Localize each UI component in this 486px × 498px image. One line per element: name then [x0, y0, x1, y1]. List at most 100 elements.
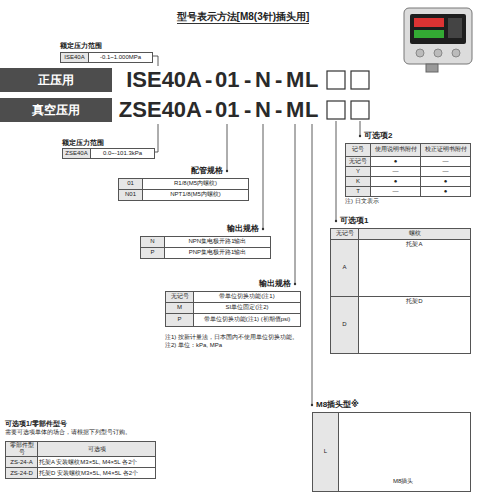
model-code: ZSE40A: [119, 97, 202, 122]
drawing-part: [351, 101, 369, 119]
table-text: 无记号: [171, 293, 189, 299]
spec-table: 零部件型号可选项ZS-24-A托架A 安装螺纹M3×5L, M4×5L 各2个Z…: [5, 441, 156, 479]
table-body: 记号使用说明书附付校正证明书附付无记号●—Y——K●●T—●: [346, 144, 471, 197]
drawing-part: [404, 8, 472, 64]
table-row: L: [313, 413, 471, 492]
table-cell: 可选项: [38, 442, 156, 457]
table-text: —: [443, 158, 449, 164]
table-cell: R1/8(M5内螺纹): [143, 179, 249, 190]
table-text: ●: [444, 178, 448, 184]
table-body: 无记号螺纹A托架AD托架D: [331, 229, 471, 354]
table-cell: ISE40A: [61, 53, 89, 63]
table-text: SI单位固定(注2): [225, 304, 268, 310]
table-text: 记号: [352, 146, 364, 152]
label-slot: 额定压力范围: [62, 139, 104, 147]
table-row: ISE40A-0.1~1.000MPa: [61, 53, 153, 63]
drawing-part: [312, 124, 313, 405]
model-code: N: [255, 67, 271, 92]
drawing-part: [414, 18, 444, 27]
section-heading: 额定压力范围: [62, 139, 104, 146]
band-text: 正压用: [38, 72, 74, 89]
table-cell: P: [141, 248, 165, 259]
table-text: —: [393, 168, 399, 174]
table-cell: 校正证明书附付: [421, 144, 471, 157]
label-slot: 可选项2: [364, 131, 392, 141]
table-row: 01 R1/8(M5内螺纹): [119, 179, 249, 190]
drawing-part: [336, 121, 337, 221]
table-text: 01: [127, 180, 134, 186]
label-slot: M8插头型※: [316, 400, 359, 410]
table-text: A: [342, 264, 346, 270]
table-cell: 托架D: [359, 297, 471, 354]
table-cell: 无记号: [331, 229, 359, 240]
table-text: 可选项: [88, 446, 106, 452]
label-slot: ISE40A: [126, 68, 202, 92]
table-cell: SI单位固定(注2): [194, 303, 301, 314]
table-cell: Y: [346, 167, 371, 177]
table-text: Y: [356, 168, 360, 174]
table-text: —: [393, 188, 399, 194]
table-row: PPNP集电极开路1输出: [141, 248, 271, 259]
table-text: 校正证明书附付: [425, 146, 467, 152]
table-text: P: [177, 316, 181, 322]
table-row: Y——: [346, 167, 471, 177]
table-text: 无记号: [336, 230, 354, 236]
drawing-part: [263, 124, 264, 229]
section-heading: 额定压力范围: [60, 42, 102, 49]
drawing-part: [410, 14, 466, 44]
section-heading: M8插头型※: [316, 400, 359, 409]
table-row: D托架D: [331, 297, 471, 354]
text-line: 注2) 单位：kPa, MPa: [165, 342, 300, 350]
table-text: ZSE40A: [65, 150, 87, 156]
spec-table: 01R1/8(M5内螺纹)N01NPT1/8(M5内螺纹): [118, 178, 249, 201]
model-code: M: [286, 97, 304, 122]
table-cell: D: [331, 297, 359, 354]
drawing-part: [452, 49, 460, 57]
drawing-part: [416, 49, 424, 57]
label-slot: L: [305, 68, 318, 92]
text-line: 需要可选项单体的场合，请根据下列型号订购。: [5, 429, 165, 437]
table-cell: 0.0~-101.3kPa: [91, 149, 155, 159]
drawing-part: [351, 71, 369, 89]
table-cell: 无记号: [346, 157, 371, 167]
table-cell: ●: [421, 177, 471, 187]
parts-heading: 可选项1/零部件型号: [5, 420, 67, 427]
table-cell: 带单位切换功能(注1): [194, 292, 301, 303]
label-slot: 配管规格: [191, 166, 223, 176]
table-row: K ● ●: [346, 177, 471, 187]
spec-table: NNPN集电极开路1输出PPNP集电极开路1输出: [140, 236, 271, 259]
leader-dots: [226, 135, 361, 406]
drawing-part: [262, 228, 264, 230]
label-slot: M: [286, 68, 304, 92]
table-text: 0.0~-101.3kPa: [103, 150, 142, 156]
product-photo: [404, 8, 472, 72]
note-text: 注1) 按新计量法，日本国内不使用单位切换功能。: [165, 334, 298, 340]
table-cell: NPN集电极开路1输出: [165, 237, 271, 248]
table-cell: —: [371, 187, 421, 197]
drawing-part: [448, 18, 462, 38]
spec-table: 无记号螺纹A托架AD托架D: [330, 228, 471, 354]
model-code: M: [286, 67, 304, 92]
option-boxes: [327, 71, 369, 119]
note-text: 注2) 单位：kPa, MPa: [165, 342, 222, 348]
diagram-title: 型号表示方法[M8(3针)插头用]: [177, 11, 310, 24]
model-code: 01: [215, 67, 239, 92]
table-cell: —: [371, 167, 421, 177]
table-text: 零部件型号: [10, 442, 34, 455]
table-body: L: [313, 413, 471, 492]
table-cell: -0.1~1.000MPa: [89, 53, 153, 63]
table-cell: K: [346, 177, 371, 187]
drawing-part: [327, 71, 345, 89]
table-text: L: [324, 448, 327, 454]
drawing-part: [335, 220, 337, 222]
table-row: MSI单位固定(注2): [166, 303, 301, 314]
table-text: ●: [394, 178, 398, 184]
model-code: -: [244, 67, 251, 92]
table-row: ZS-24-A托架A 安装螺纹M3×5L, M4×5L 各2个: [6, 457, 156, 468]
table-cell: T: [346, 187, 371, 197]
label-slot: -: [244, 98, 251, 122]
text-line: 注1) 按新计量法，日本国内不使用单位切换功能。: [165, 334, 300, 342]
table-row: T—●: [346, 187, 471, 197]
table-text: 托架D 安装螺纹M3×5L, M4×5L 各2个: [39, 470, 138, 476]
drawing-part: [311, 404, 313, 406]
